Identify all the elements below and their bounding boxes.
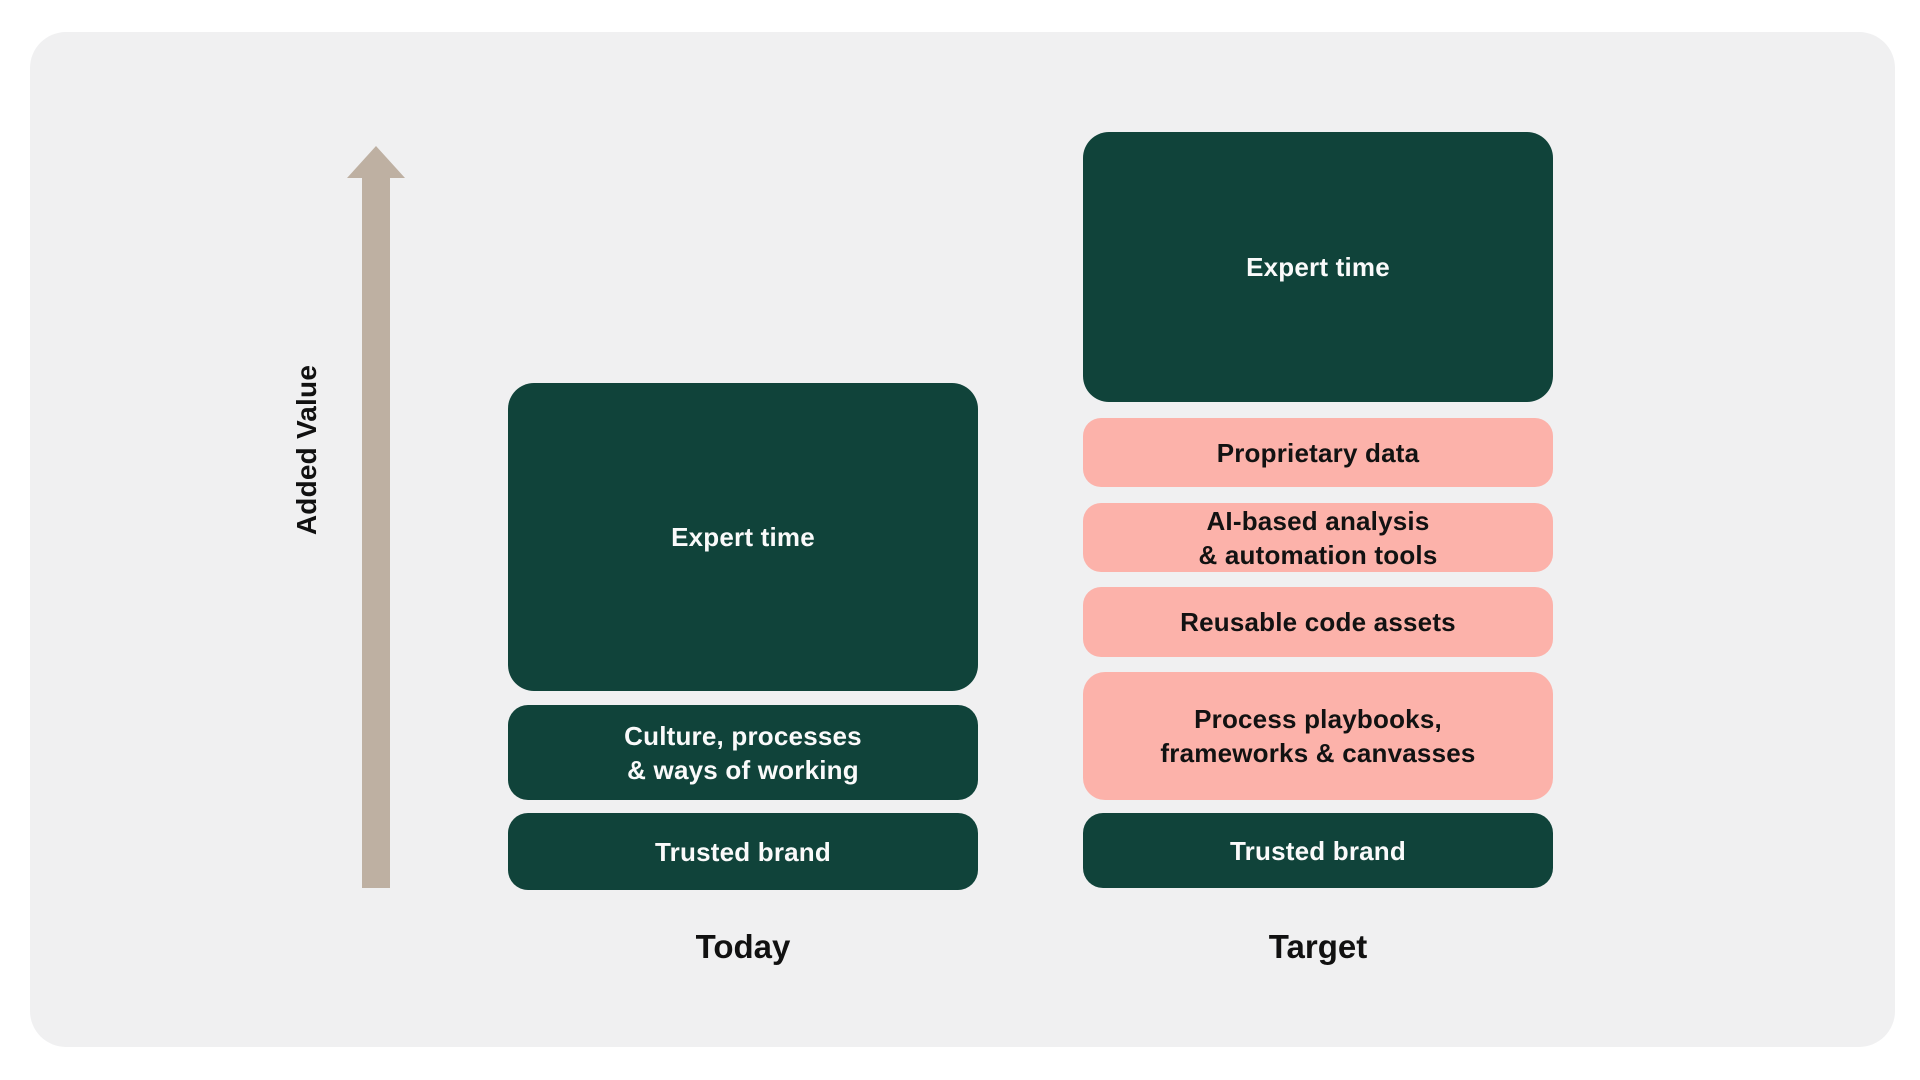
target-block-trusted-brand: Trusted brand (1083, 813, 1553, 888)
today-column-label: Today (695, 928, 791, 965)
target-block-process-playbooks: Process playbooks, frameworks & canvasse… (1083, 672, 1553, 800)
added-value-axis-label: Added Value (291, 364, 322, 536)
target-block-ai-analysis-tools: AI-based analysis & automation tools (1083, 503, 1553, 572)
arrow-shaft (362, 176, 390, 888)
arrow-up-icon (347, 146, 405, 178)
target-block-reusable-code-assets: Reusable code assets (1083, 587, 1553, 657)
target-block-expert-time: Expert time (1083, 132, 1553, 402)
target-column-label: Target (1268, 928, 1368, 965)
today-block-trusted-brand: Trusted brand (508, 813, 978, 890)
target-block-proprietary-data: Proprietary data (1083, 418, 1553, 487)
today-block-culture-processes: Culture, processes & ways of working (508, 705, 978, 800)
today-block-expert-time: Expert time (508, 383, 978, 691)
